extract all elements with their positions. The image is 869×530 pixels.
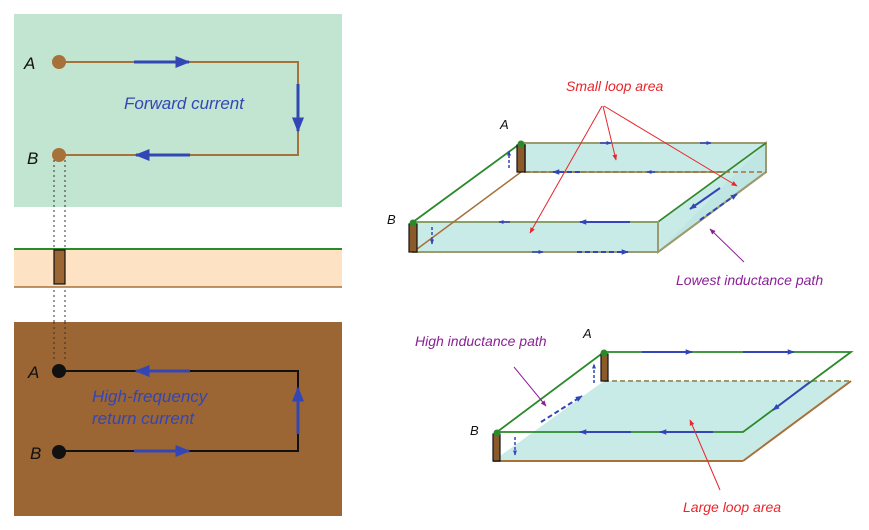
node-b-label-ground: B bbox=[30, 444, 41, 463]
node-b-label-3d: B bbox=[387, 212, 396, 227]
back-strip bbox=[524, 142, 767, 173]
pad-b bbox=[493, 429, 501, 437]
front-strip bbox=[412, 221, 659, 253]
lowest-inductance-label: Lowest inductance path bbox=[676, 272, 823, 288]
dielectric-layer bbox=[14, 249, 342, 287]
high-inductance-label: High inductance path bbox=[415, 333, 547, 349]
node-b-label-3d-bottom: B bbox=[470, 423, 479, 438]
node-b-label: B bbox=[27, 149, 38, 168]
return-caption-line2: return current bbox=[92, 409, 195, 428]
return-dashed-arrow bbox=[540, 395, 583, 423]
ground-plane-panel: A B High-frequency return current bbox=[14, 322, 342, 516]
right-strip-bottom-edge bbox=[657, 171, 767, 253]
signal-arrow-diag bbox=[772, 381, 811, 411]
node-a-label-3d-bottom: A bbox=[582, 326, 592, 341]
lowest-inductance-pointer bbox=[709, 228, 745, 263]
forward-current-caption: Forward current bbox=[124, 94, 245, 113]
small-loop-area-label: Small loop area bbox=[566, 78, 663, 94]
left-brown-edge bbox=[412, 171, 522, 253]
small-loop-pointer bbox=[603, 105, 738, 187]
node-a-pad bbox=[52, 55, 66, 69]
large-loop-3d-diagram: A B High inductance path Large loop area bbox=[415, 326, 854, 515]
node-a-label: A bbox=[23, 54, 35, 73]
node-b-ground bbox=[52, 445, 66, 459]
high-inductance-pointer bbox=[513, 366, 547, 407]
right-diag-arrow bbox=[689, 187, 721, 210]
pad-b bbox=[409, 219, 417, 227]
via-post-b bbox=[408, 223, 418, 253]
small-loop-pointer bbox=[529, 105, 603, 234]
cross-section-panel bbox=[14, 248, 342, 288]
small-loop-pointer bbox=[602, 105, 618, 161]
via bbox=[53, 249, 66, 285]
via-post-a bbox=[600, 353, 609, 382]
plane-right-edge bbox=[742, 380, 852, 462]
return-caption-line1: High-frequency bbox=[92, 387, 209, 406]
top-layer-background bbox=[14, 14, 342, 207]
pad-a bbox=[517, 140, 525, 148]
right-green-trace bbox=[657, 142, 767, 223]
node-a-label-3d: A bbox=[499, 117, 509, 132]
large-loop-area-label: Large loop area bbox=[683, 499, 781, 515]
left-green-trace bbox=[412, 142, 522, 223]
large-loop-pointer bbox=[689, 419, 721, 491]
ground-plane-background bbox=[14, 322, 342, 516]
via-post-a bbox=[516, 144, 526, 173]
top-layer-panel: A B Forward current bbox=[14, 14, 342, 207]
via-post-b bbox=[492, 433, 501, 462]
node-b-pad bbox=[52, 148, 66, 162]
pad-a bbox=[600, 349, 608, 357]
small-loop-3d-diagram: A B Small loop area Lowest inductance pa… bbox=[387, 78, 823, 288]
node-a-ground bbox=[52, 364, 66, 378]
node-a-label-ground: A bbox=[27, 363, 39, 382]
right-strip-face bbox=[658, 143, 766, 252]
